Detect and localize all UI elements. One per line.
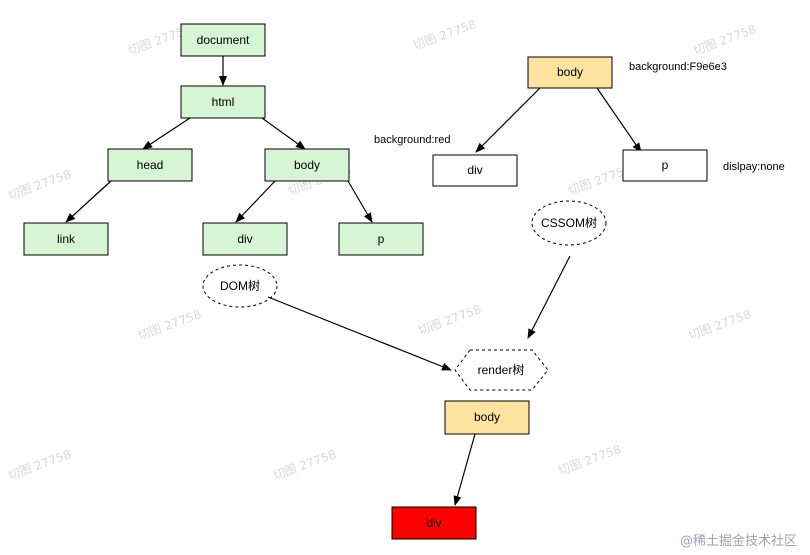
cssom-tree-edges [475, 87, 642, 153]
cssom-node-body-label: body [557, 65, 583, 79]
watermark: 切图 27758 [691, 22, 758, 58]
render-node-body: body [444, 400, 530, 435]
cssom-node-div-label: div [467, 163, 482, 177]
edge-head-link [65, 180, 112, 223]
dom-node-link: link [23, 222, 109, 256]
render-merge-edges [267, 255, 571, 371]
dom-tree-bubble-shape [202, 264, 278, 308]
cssom-node-p: p [622, 149, 708, 182]
cssom-div-style: background:red [374, 134, 450, 146]
cssom-node-div-box [432, 154, 518, 187]
watermark: 切图 27758 [271, 447, 338, 483]
dom-node-p-box [338, 222, 424, 256]
dom-node-head-label: head [137, 158, 164, 172]
cssom-node-body: body [527, 56, 613, 89]
cssom-node-div: div [432, 154, 518, 187]
edge-render-body-div [453, 433, 476, 506]
dom-node-body-box [264, 148, 350, 182]
dom-node-html-box [180, 85, 266, 119]
dom-node-html: html [180, 85, 266, 119]
edge-html-head [142, 117, 191, 150]
dom-node-head: head [107, 148, 193, 182]
render-node-div: div [391, 506, 477, 540]
footer-attribution: @稀土掘金技术社区 [680, 533, 797, 549]
dom-node-p: p [338, 222, 424, 256]
dom-node-body: body [264, 148, 350, 182]
dom-node-div: div [202, 222, 288, 256]
watermark: 切图 27758 [136, 307, 203, 343]
cssom-tree-bubble-shape [531, 200, 607, 246]
dom-node-head-box [107, 148, 193, 182]
dom-node-body-label: body [294, 158, 320, 172]
edge-body-div [235, 180, 276, 223]
cssom-node-body-box [527, 56, 613, 89]
edge-cssom-body-div [475, 87, 541, 153]
dom-tree-bubble-label: DOM树 [220, 278, 260, 293]
edge-cssom-to-render [527, 255, 571, 339]
cssom-tree-bubble-label: CSSOM树 [541, 215, 597, 230]
cssom-tree-bubble: CSSOM树 [531, 200, 607, 246]
render-tree: body div [391, 400, 530, 540]
cssom-node-p-label: p [662, 158, 669, 172]
watermark: 切图 27758 [6, 167, 73, 203]
dom-tree-bubble: DOM树 [202, 264, 278, 308]
dom-node-document-box [180, 23, 266, 57]
render-node-body-box [444, 400, 530, 435]
watermark: 切图 27758 [556, 442, 623, 478]
render-node-div-label: div [426, 516, 441, 530]
render-node-body-label: body [474, 410, 500, 424]
dom-node-link-label: link [57, 232, 76, 246]
cssom-node-p-box [622, 149, 708, 182]
edge-cssom-body-p [596, 87, 642, 153]
watermark: 切图 27758 [6, 447, 73, 483]
dom-node-link-box [23, 222, 109, 256]
dom-node-document-label: document [197, 33, 250, 47]
dom-tree: document html head body link div p [23, 23, 424, 256]
dom-node-p-label: p [378, 232, 385, 246]
cssom-body-style: background:F9e6e3 [629, 61, 727, 73]
edge-html-body [261, 117, 306, 150]
dom-node-div-box [202, 222, 288, 256]
watermark: 切图 27758 [686, 307, 753, 343]
render-tree-hexagon: render树 [454, 349, 549, 391]
dom-tree-edges [65, 56, 373, 223]
edge-body-p [347, 180, 373, 223]
render-node-div-box [391, 506, 477, 540]
cssom-p-style: dislpay:none [723, 161, 785, 173]
watermark: 切图 27758 [411, 17, 478, 53]
render-tree-hexagon-shape [454, 349, 549, 391]
dom-node-div-label: div [237, 232, 252, 246]
dom-node-html-label: html [212, 95, 235, 109]
cssom-tree: body background:F9e6e3 div background:re… [374, 56, 785, 187]
edge-dom-to-render [267, 296, 452, 371]
render-tree-hexagon-label: render树 [478, 362, 525, 377]
dom-node-document: document [180, 23, 266, 57]
watermark: 切图 27758 [416, 302, 483, 338]
